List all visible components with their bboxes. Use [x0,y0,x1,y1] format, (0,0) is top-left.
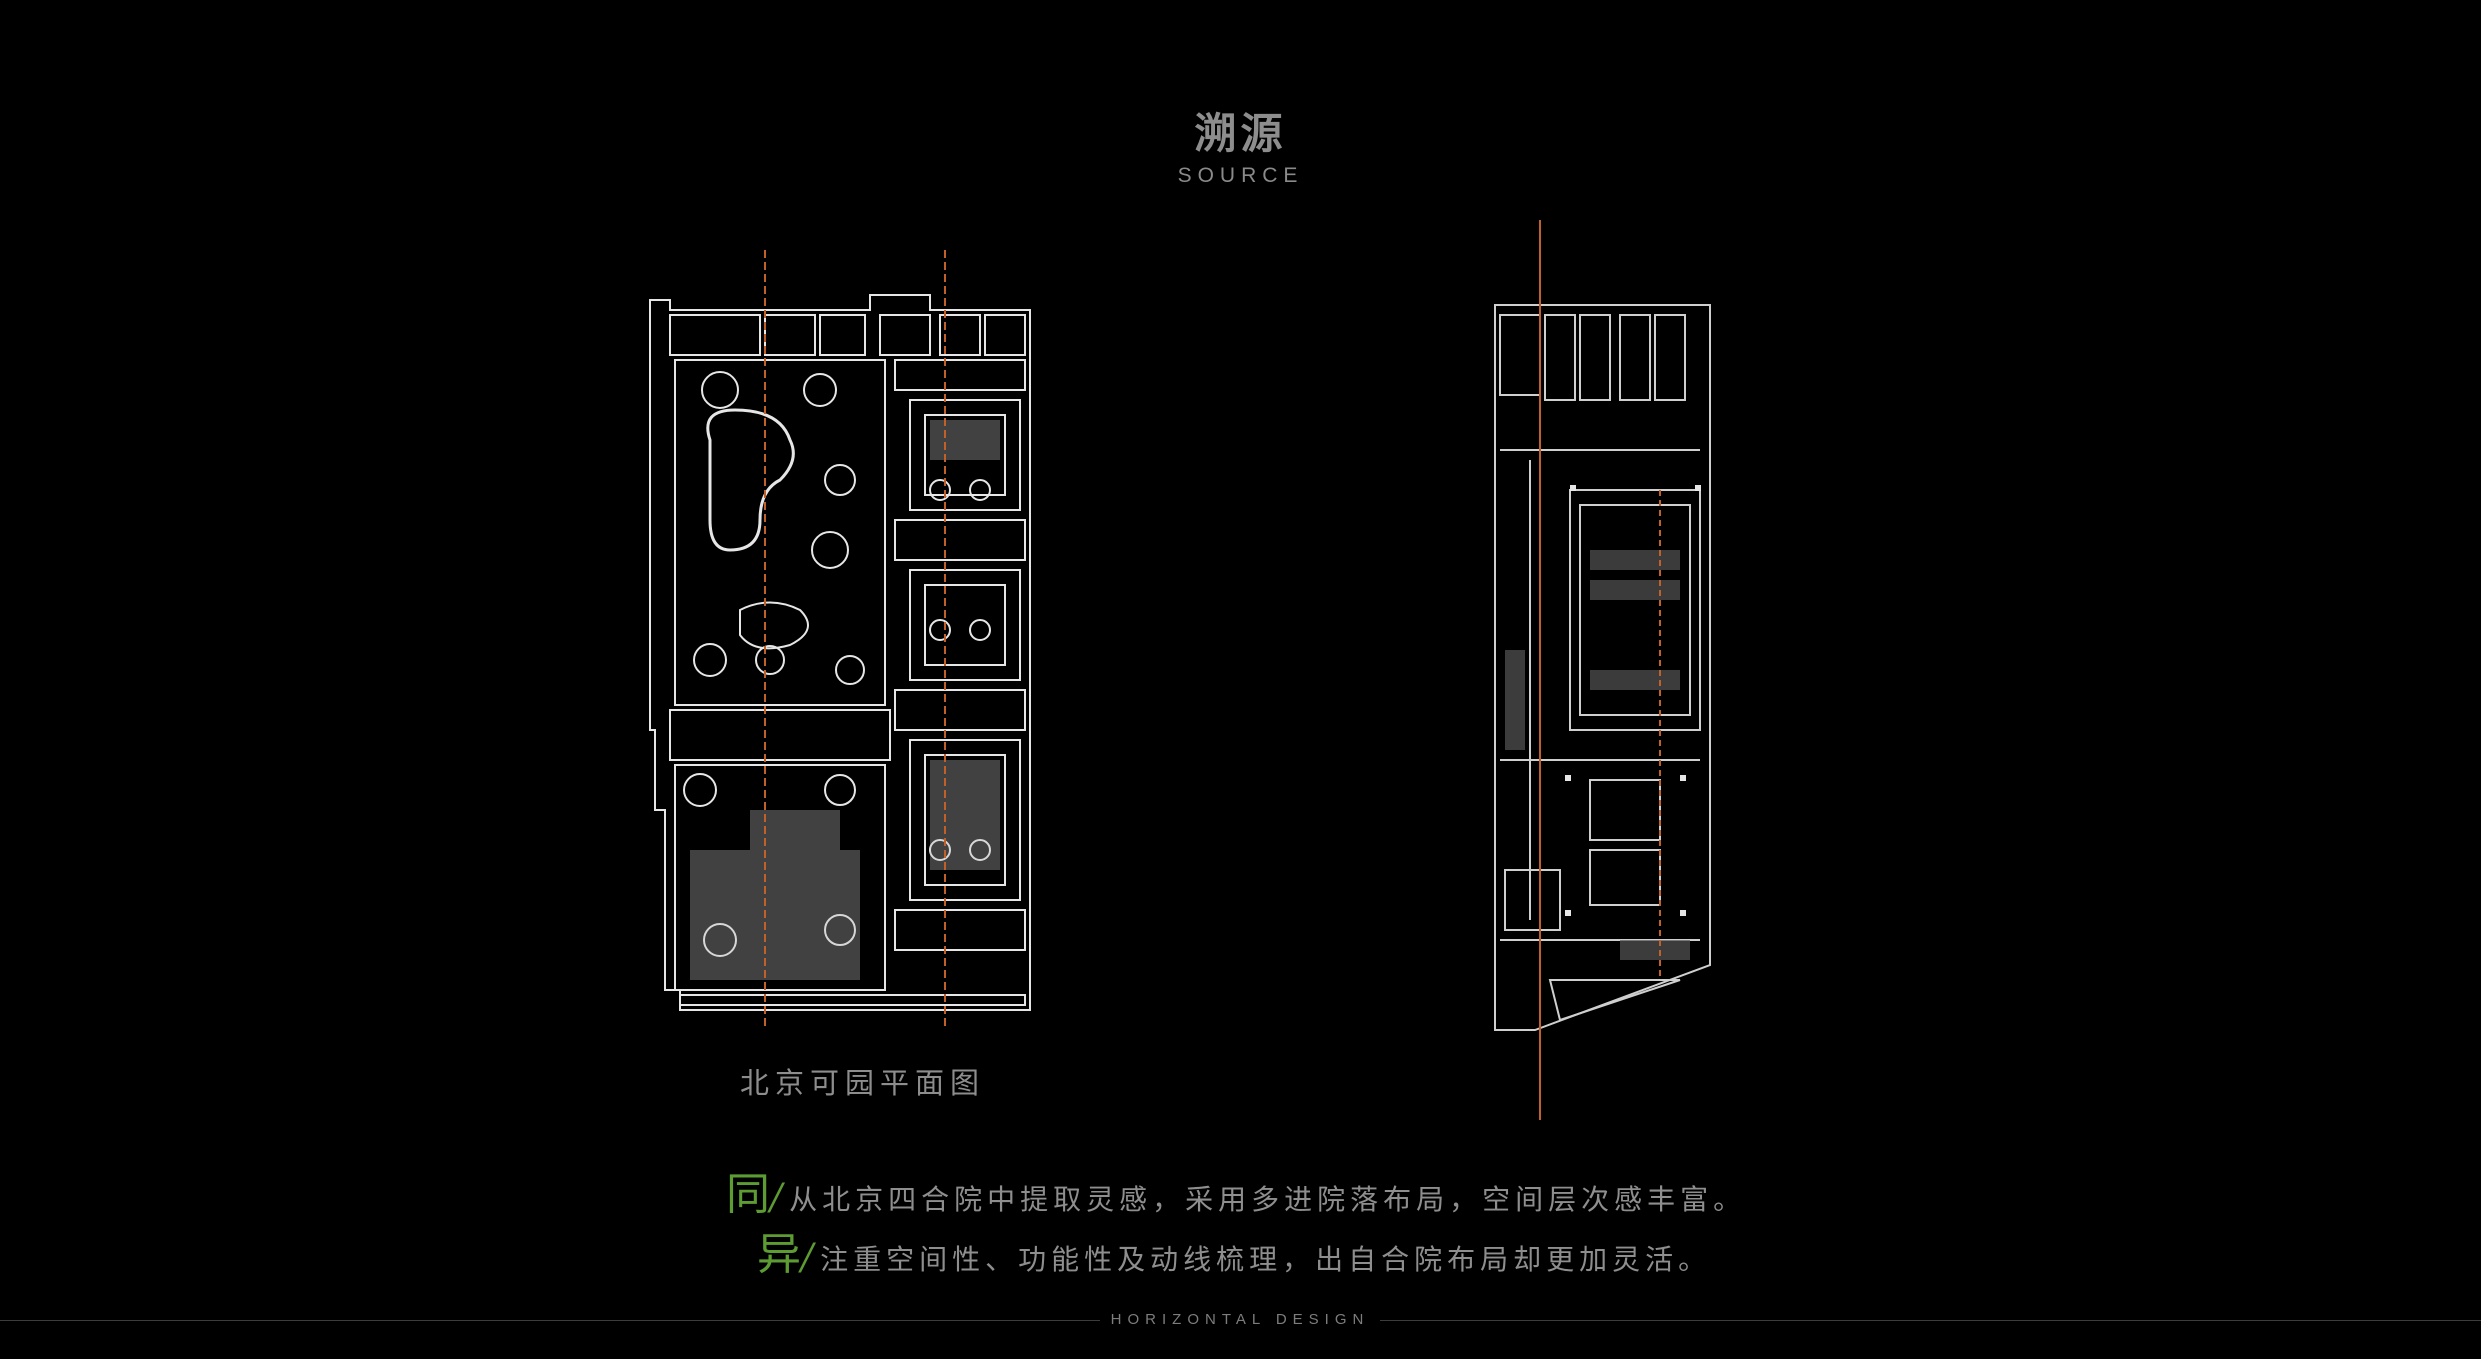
note-diff-mark: 异 [757,1229,801,1280]
footer-label: HORIZONTAL DESIGN [1110,1311,1370,1328]
page-title: 溯源 [1194,109,1287,158]
page-subtitle: SOURCE [1177,164,1304,187]
note-diff-slash: / [801,1237,819,1278]
note-same-slash: / [770,1177,788,1218]
ke-garden-floor-plan [640,250,1040,1030]
plan-caption: 北京可园平面图 [740,1066,986,1100]
note-same: 同/从北京四合院中提取灵感，采用多进院落布局，空间层次感丰富。 [726,1158,1746,1222]
footer-divider-right [1380,1320,2481,1321]
note-same-mark: 同 [726,1169,770,1220]
note-same-text: 从北京四合院中提取灵感，采用多进院落布局，空间层次感丰富。 [789,1183,1747,1216]
design-floor-plan [1480,220,1720,1120]
note-difference: 异/注重空间性、功能性及动线梳理，出自合院布局却更加灵活。 [757,1218,1711,1282]
note-diff-text: 注重空间性、功能性及动线梳理，出自合院布局却更加灵活。 [820,1243,1712,1276]
footer-divider-left [0,1320,1100,1321]
